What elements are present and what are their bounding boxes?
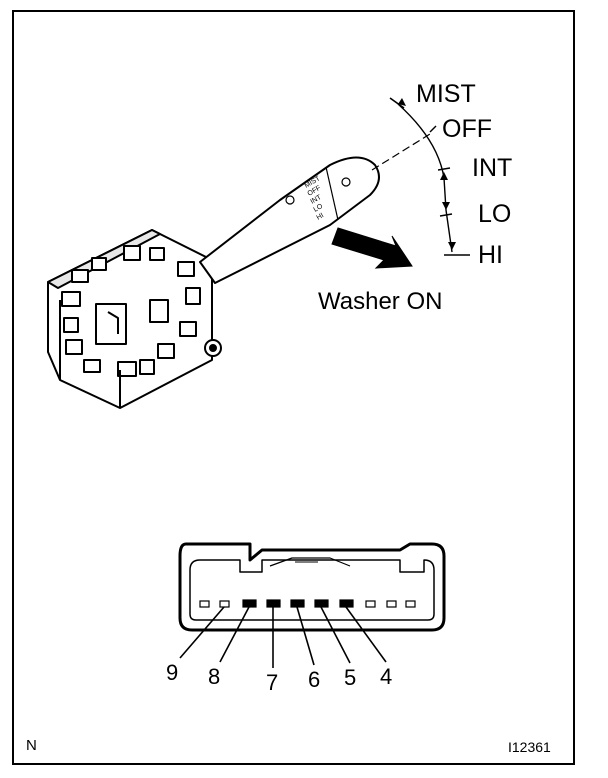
pin-number-5: 5 [344,665,357,690]
leader-line-5 [320,606,351,664]
position-label-off: OFF [442,115,492,143]
lever-mark-hi: HI [316,212,326,222]
connector-pin-1 [405,600,416,608]
leader-line-9 [179,606,225,659]
pin-number-4: 4 [380,664,393,689]
leader-line-8 [219,606,250,663]
connector-housing [178,542,446,632]
connector-pin-6 [290,599,305,608]
connector-pin-2 [386,600,397,608]
pin-number-6: 6 [308,667,321,692]
connector-pin-7 [266,599,281,608]
lever-mark-lo: LO [313,203,325,214]
position-label-mist: MIST [416,80,476,108]
arc-arrowheads [398,98,456,250]
connector-pin-10 [199,600,210,608]
position-label-hi: HI [478,241,503,269]
leader-line-6 [296,606,315,666]
position-label-lo: LO [478,200,512,228]
connector-pin-5 [314,599,329,608]
lever-axis-line [371,133,431,171]
connector-pin-3 [365,600,376,608]
pin-number-7: 7 [266,670,279,695]
position-label-int: INT [472,154,513,182]
washer-arrow [331,227,413,269]
figure-frame [12,10,575,765]
switch-body [47,229,222,409]
connector-pin-8 [242,599,257,608]
figure-id: I12361 [508,739,551,755]
leader-line-4 [345,606,387,663]
pin-number-8: 8 [208,664,221,689]
connector-pins [199,599,416,608]
washer-on-label: Washer ON [318,288,443,315]
corner-letter: N [26,737,37,754]
connector-pin-4 [339,599,354,608]
pin-leader-lines [179,606,387,668]
wiper-lever [199,156,380,284]
connector-pin-9 [219,600,230,608]
pin-number-9: 9 [166,660,179,685]
